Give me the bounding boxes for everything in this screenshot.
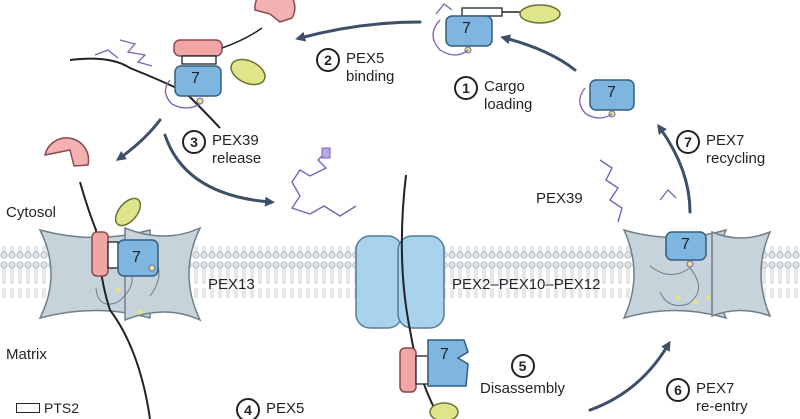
pex5-pex7-in-pore-left — [44, 137, 159, 419]
cycle-arrow-top — [295, 20, 422, 42]
cycle-arrow-recycling — [657, 123, 692, 214]
pex39-peptide-right — [599, 159, 623, 223]
pex7-glyph-disassembly: 7 — [440, 346, 449, 363]
step-2-line2: binding — [346, 68, 395, 85]
step-6-line1: PEX7 — [696, 380, 735, 397]
pex39-peptide-released — [290, 151, 357, 217]
step-2-line1: PEX5 — [346, 50, 385, 67]
pex39-peptide-head — [321, 147, 331, 159]
pex7-cargo-complex-top-right — [432, 3, 561, 56]
pex7-glyph-left-pore: 7 — [132, 249, 141, 266]
step-6-number: 6 — [666, 378, 690, 402]
step-5-number: 5 — [510, 354, 535, 378]
step-5-line1: Disassembly — [480, 380, 566, 397]
pts2-legend-swatch — [16, 403, 40, 413]
pex2-pex10-pex12-channel — [355, 174, 445, 419]
pex7-in-pore-right — [665, 231, 711, 305]
pex13-label: PEX13 — [208, 276, 255, 293]
pex7-glyph-right-pore: 7 — [681, 236, 690, 253]
pex2-pex10-pex12-label: PEX2–PEX10–PEX12 — [452, 276, 601, 293]
pts2-legend-label: PTS2 — [44, 400, 80, 416]
step-1-line2: loading — [484, 96, 533, 113]
step-1-number: 1 — [454, 76, 478, 100]
pex5-pex7-cargo-complex-top — [69, 0, 296, 129]
step-4-number: 4 — [236, 398, 260, 419]
cytosol-label: Cytosol — [6, 204, 57, 221]
step-3-line1: PEX39 — [212, 132, 259, 149]
cycle-arrow-step3-left — [115, 118, 162, 161]
pex39-label: PEX39 — [536, 190, 583, 207]
pex7-glyph-top-left: 7 — [191, 70, 200, 87]
step-3-number: 3 — [182, 130, 206, 154]
step-4-line1: PEX5 — [266, 400, 305, 417]
legend: PTS2 — [16, 400, 79, 416]
cycle-arrow-reentry — [588, 340, 671, 412]
pex7-recycled — [579, 79, 635, 119]
cycle-arrow-pex39-release — [163, 133, 275, 207]
step-7-line1: PEX7 — [706, 132, 745, 149]
step-6-line2: re-entry — [696, 398, 748, 415]
step-7-line2: recycling — [706, 150, 766, 167]
step-1-line1: Cargo — [484, 78, 525, 95]
step-5-disassembly: 5 Disassembly — [480, 354, 565, 398]
pex5-pex7-disassembly-complex — [399, 339, 469, 419]
pex7-glyph-top-right: 7 — [462, 20, 471, 37]
pex7-glyph-recycled: 7 — [607, 84, 616, 101]
step-3-line2: release — [212, 150, 262, 167]
step-2-number: 2 — [316, 48, 340, 72]
cycle-arrow-upper-right — [500, 34, 577, 72]
step-7-number: 7 — [676, 130, 700, 154]
matrix-label: Matrix — [6, 346, 47, 363]
step-4-pex5: 4 PEX5 — [236, 398, 304, 419]
